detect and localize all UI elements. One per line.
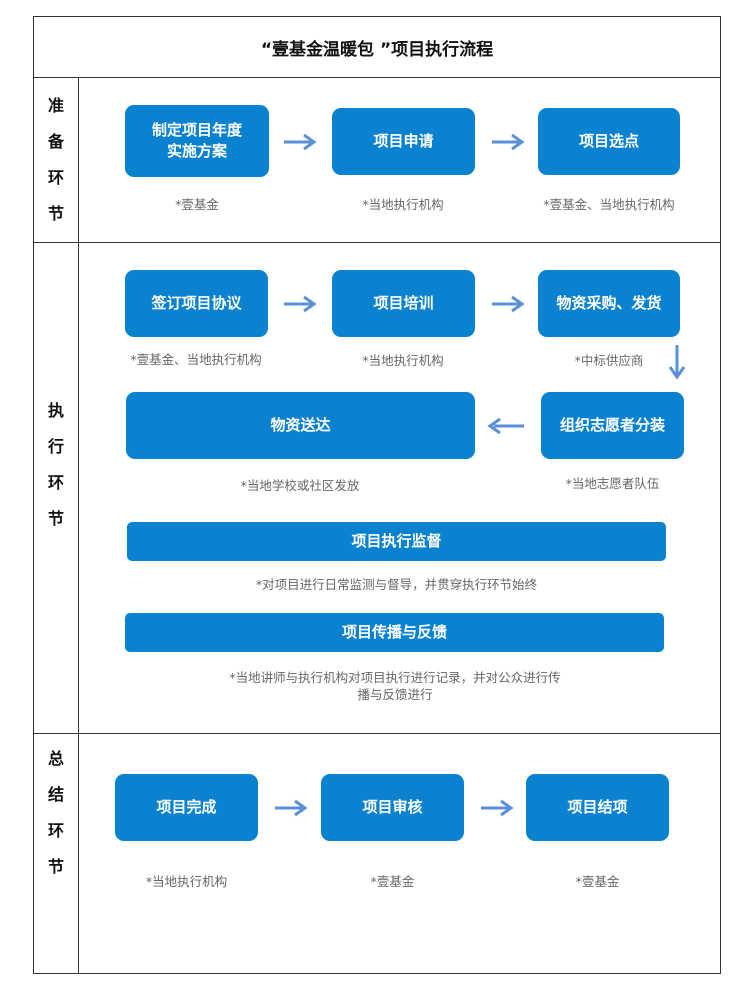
label-column-divider [78,77,79,974]
prep-section-label: 准 备 环 节 [34,80,78,240]
summary-label-char: 环 [47,821,64,840]
note-sign-agreement: *壹基金、当地执行机构 [130,352,262,367]
note-project-closure: *壹基金 [575,874,620,889]
diagram-title: “壹基金温暖包 ”项目执行流程 [260,39,494,60]
prep-label-char: 备 [47,132,64,151]
prep-label-char: 准 [47,96,64,115]
exec-label-char: 节 [47,509,64,528]
summary-label-char: 总 [47,749,64,768]
arrow-down-icon [668,345,686,380]
step-project-closure: 项目结项 [526,774,669,841]
bar-communication-feedback: 项目传播与反馈 [125,613,664,652]
prep-label-char: 环 [47,168,64,187]
summary-section-label: 总 结 环 节 [34,738,78,888]
prep-label-char: 节 [47,204,64,223]
exec-label-char: 行 [47,437,64,456]
note-annual-plan: *壹基金 [175,197,219,212]
step-sign-agreement: 签订项目协议 [125,270,268,337]
note-communication-feedback: *当地讲师与执行机构对项目执行进行记录，并对公众进行传播与反馈进行 [229,670,561,702]
step-project-application: 项目申请 [332,108,475,175]
step-project-training: 项目培训 [332,270,475,337]
note-project-review: *壹基金 [370,874,415,889]
step-project-review: 项目审核 [321,774,464,841]
note-site-selection: *壹基金、当地执行机构 [543,197,675,212]
note-goods-delivered: *当地学校或社区发放 [240,478,360,493]
step-volunteer-packing: 组织志愿者分装 [541,392,684,459]
step-project-completion: 项目完成 [115,774,258,841]
exec-label-char: 执 [47,401,64,420]
arrow-right-icon [275,799,308,817]
exec-summary-divider [33,733,721,734]
title-divider [33,77,721,78]
step-goods-delivered: 物资送达 [126,392,475,459]
exec-section-label: 执 行 环 节 [34,390,78,540]
note-volunteer-packing: *当地志愿者队伍 [565,476,660,491]
exec-label-char: 环 [47,473,64,492]
arrow-left-icon [487,417,524,435]
step-site-selection: 项目选点 [538,108,680,175]
arrow-right-icon [492,295,525,313]
summary-label-char: 节 [47,857,64,876]
note-procurement-shipping: *中标供应商 [574,353,644,368]
arrow-right-icon [492,133,525,151]
arrow-right-icon [481,799,514,817]
flowchart-frame [33,16,721,974]
note-project-completion: *当地执行机构 [145,874,228,889]
step-procurement-shipping: 物资采购、发货 [538,270,680,337]
arrow-right-icon [284,133,317,151]
prep-exec-divider [33,242,721,243]
note-project-supervision: *对项目进行日常监测与督导，并贯穿执行环节始终 [255,577,538,592]
note-project-training: *当地执行机构 [362,353,444,368]
note-project-application: *当地执行机构 [362,197,444,212]
arrow-right-icon [284,295,317,313]
step-annual-plan: 制定项目年度 实施方案 [125,105,269,177]
summary-label-char: 结 [47,785,64,804]
bar-project-supervision: 项目执行监督 [127,522,666,561]
